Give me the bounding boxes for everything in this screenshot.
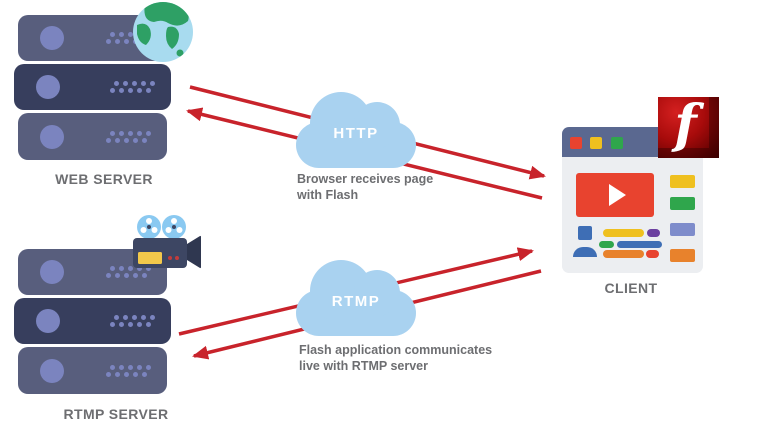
play-icon xyxy=(608,184,626,206)
http-caption-line1: Browser receives page xyxy=(297,172,434,186)
content-bar xyxy=(599,241,614,248)
vent-dots-icon xyxy=(106,266,151,278)
power-led-icon xyxy=(40,124,64,149)
rtmp-server-label: RTMP SERVER xyxy=(63,406,169,422)
sidebar-bar xyxy=(670,197,695,210)
video-player xyxy=(576,173,654,217)
server-unit xyxy=(18,347,167,394)
power-led-icon xyxy=(40,358,64,383)
rtmp-caption: Flash application communicates live with… xyxy=(299,342,492,374)
content-bar xyxy=(603,229,644,237)
content-bar xyxy=(603,250,644,258)
rtmp-server xyxy=(14,249,171,394)
server-unit xyxy=(14,298,171,344)
vent-dots-icon xyxy=(110,81,155,93)
window-button-yellow-icon xyxy=(590,137,602,149)
content-thumbnail xyxy=(578,226,592,240)
client-label: CLIENT xyxy=(604,280,658,296)
window-button-green-icon xyxy=(611,137,623,149)
http-cloud: HTTP xyxy=(296,92,416,168)
power-led-icon xyxy=(40,26,64,50)
rtmp-cloud-label: RTMP xyxy=(331,293,381,310)
globe-icon xyxy=(133,2,193,62)
window-button-red-icon xyxy=(570,137,582,149)
rtmp-caption-line1: Flash application communicates xyxy=(299,343,493,357)
content-bar xyxy=(647,229,660,237)
film-camera-icon xyxy=(133,215,201,269)
content-bar xyxy=(617,241,662,248)
server-unit xyxy=(18,249,167,295)
content-bar xyxy=(646,250,659,258)
avatar-icon xyxy=(573,247,597,257)
power-led-icon xyxy=(40,260,64,284)
power-led-icon xyxy=(36,75,60,99)
power-led-icon xyxy=(36,309,60,333)
http-caption: Browser receives page with Flash xyxy=(297,171,433,203)
server-unit xyxy=(14,64,171,110)
http-cloud-label: HTTP xyxy=(333,125,379,142)
flash-letter: f xyxy=(674,93,697,155)
rtmp-caption-line2: live with RTMP server xyxy=(299,359,428,373)
vent-dots-icon xyxy=(106,130,151,143)
sidebar-bar xyxy=(670,249,695,262)
web-server-label: WEB SERVER xyxy=(55,171,153,187)
rtmp-cloud: RTMP xyxy=(296,260,416,336)
sidebar-bar xyxy=(670,175,695,188)
http-caption-line2: with Flash xyxy=(297,188,359,202)
vent-dots-icon xyxy=(110,315,155,327)
sidebar-bar xyxy=(670,223,695,236)
server-unit xyxy=(18,113,167,160)
flash-logo-icon: f xyxy=(658,97,719,158)
vent-dots-icon xyxy=(106,364,151,377)
